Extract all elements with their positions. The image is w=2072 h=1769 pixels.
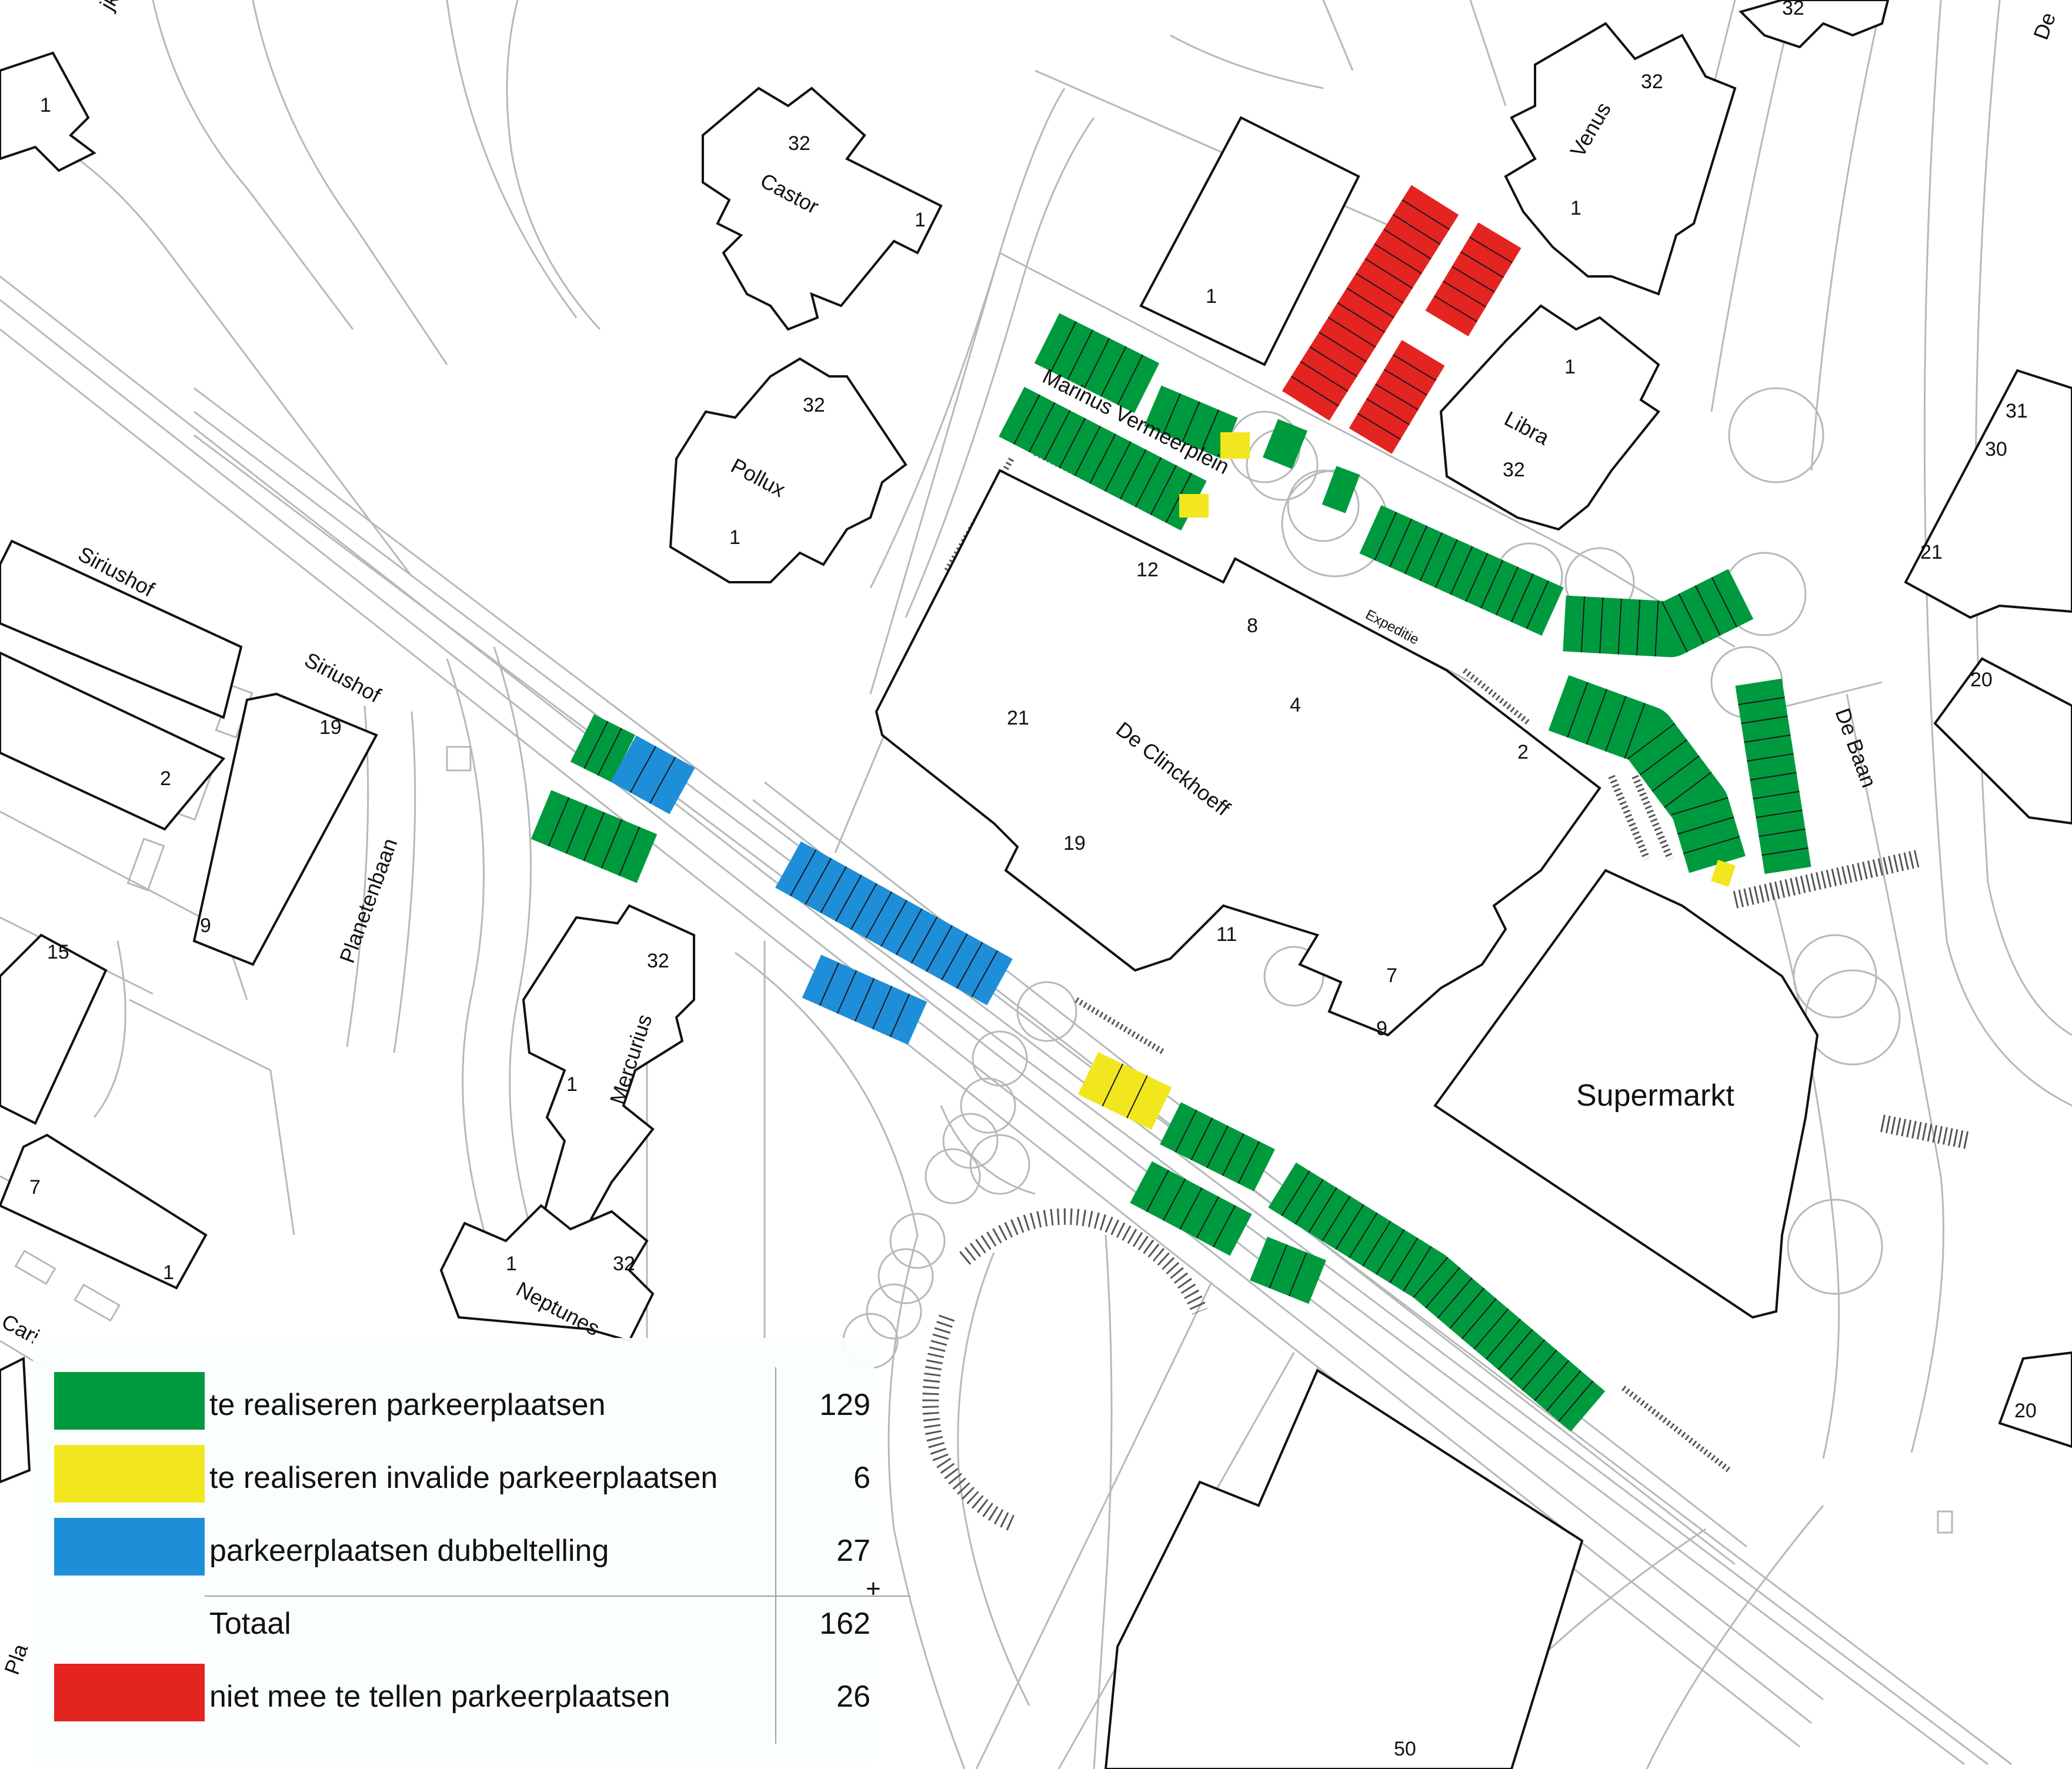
house-number: 8 — [1247, 615, 1258, 637]
legend-value: 6 — [853, 1461, 870, 1495]
house-number: 32 — [1641, 71, 1663, 93]
house-number: 12 — [1136, 559, 1159, 581]
parking-green-roundabout-2 — [1322, 466, 1360, 513]
house-number: 32 — [1782, 0, 1804, 19]
street-label-siriushof-2: Siriushof — [301, 647, 385, 707]
house-number: 32 — [613, 1253, 635, 1275]
house-number: 32 — [788, 132, 810, 155]
house-number: 7 — [1386, 964, 1397, 987]
parking-green-east-curve — [1563, 569, 1754, 657]
parking-green-curve-south — [1548, 675, 1746, 873]
legend-swatch-yellow — [54, 1445, 205, 1503]
house-number: 19 — [319, 716, 342, 739]
street-label-planetenbaan: Planetenbaan — [335, 835, 402, 966]
legend-label: te realiseren invalide parkeerplaatsen — [209, 1461, 718, 1495]
legend-total-value: 162 — [819, 1607, 870, 1641]
legend-swatch-red — [54, 1664, 205, 1721]
legend-row-yellow: te realiseren invalide parkeerplaatsen 6 — [33, 1440, 874, 1505]
parking-red-2 — [1425, 222, 1522, 336]
legend-value: 129 — [819, 1388, 870, 1422]
parking-green-marinus-top — [1034, 313, 1160, 413]
legend: te realiseren parkeerplaatsen 129 te rea… — [33, 1338, 910, 1761]
house-number: 2 — [1517, 741, 1529, 763]
house-number: 1 — [1570, 197, 1581, 219]
legend-row-blue: parkeerplaatsen dubbeltelling 27 — [33, 1513, 874, 1578]
parking-blue-central — [775, 841, 1013, 1006]
legend-row-green: te realiseren parkeerplaatsen 129 — [33, 1367, 874, 1432]
legend-label: te realiseren parkeerplaatsen — [209, 1388, 606, 1422]
legend-divider — [775, 1367, 776, 1744]
legend-value: 27 — [836, 1534, 870, 1568]
parking-green-marinus-mid — [1144, 385, 1238, 459]
house-number: 15 — [47, 941, 69, 963]
house-number: 1 — [163, 1261, 174, 1284]
house-number: 4 — [1290, 694, 1301, 716]
house-number: 1 — [915, 209, 926, 231]
legend-row-red: niet mee te tellen parkeerplaatsen 26 — [33, 1659, 874, 1724]
parking-green-de-baan — [1735, 678, 1811, 875]
house-number: 1 — [729, 526, 740, 549]
parking-green-south-2 — [1130, 1161, 1252, 1256]
parking-green-marinus-main — [999, 386, 1207, 531]
parking-green-west-1 — [570, 714, 636, 783]
house-number: 20 — [1970, 669, 1993, 691]
parking-blue-west — [610, 735, 695, 815]
parking-green-rail-long — [1268, 1162, 1606, 1432]
parking-red-1 — [1282, 185, 1459, 421]
house-number: 32 — [803, 394, 825, 416]
legend-sum-line — [205, 1596, 910, 1597]
legend-swatch-blue — [54, 1518, 205, 1576]
street-label-de-top: De — [2028, 9, 2060, 42]
house-number: 21 — [1007, 707, 1029, 729]
building-label-supermarkt: Supermarkt — [1576, 1079, 1734, 1113]
parking-green-roundabout-1 — [1263, 419, 1307, 469]
house-number: 30 — [1985, 438, 2007, 460]
house-number: 20 — [2014, 1400, 2037, 1422]
house-number: 21 — [1920, 541, 1943, 563]
house-number: 11 — [1216, 923, 1237, 946]
parking-green-south-1 — [1160, 1102, 1275, 1191]
house-number: 7 — [29, 1176, 41, 1199]
parking-bays — [530, 185, 1811, 1432]
house-number: 1 — [1206, 285, 1217, 308]
legend-label: parkeerplaatsen dubbeltelling — [209, 1534, 609, 1568]
parking-blue-south — [802, 954, 927, 1045]
legend-swatch-green — [54, 1372, 205, 1430]
parking-yellow-de-baan — [1710, 859, 1736, 887]
street-label-jk: jk — [95, 0, 124, 15]
house-number: 31 — [2006, 400, 2028, 422]
house-number: 9 — [1376, 1017, 1387, 1040]
parking-green-east-1 — [1359, 505, 1564, 636]
legend-plus-sign: + — [866, 1574, 881, 1603]
legend-row-total: Totaal 162 — [33, 1586, 874, 1651]
street-label-de-baan: De Baan — [1830, 705, 1881, 791]
legend-total-label: Totaal — [209, 1607, 291, 1641]
house-number: 1 — [40, 94, 51, 116]
house-number: 1 — [506, 1253, 517, 1275]
parking-red-3 — [1349, 340, 1445, 454]
house-number: 19 — [1063, 832, 1086, 855]
street-label-pla: Pla — [0, 1640, 33, 1678]
parking-green-west-2 — [530, 790, 658, 883]
house-number: 2 — [160, 767, 171, 790]
house-number: 32 — [647, 950, 669, 972]
legend-label: niet mee te tellen parkeerplaatsen — [209, 1680, 670, 1714]
parking-green-south-3 — [1250, 1236, 1326, 1304]
house-number: 50 — [1394, 1738, 1416, 1760]
parking-yellow-south — [1077, 1052, 1172, 1130]
house-number: 1 — [1564, 356, 1576, 378]
house-number: 32 — [1503, 459, 1525, 481]
house-number: 1 — [566, 1073, 578, 1096]
legend-value: 26 — [836, 1680, 870, 1714]
house-number: 9 — [200, 914, 211, 937]
